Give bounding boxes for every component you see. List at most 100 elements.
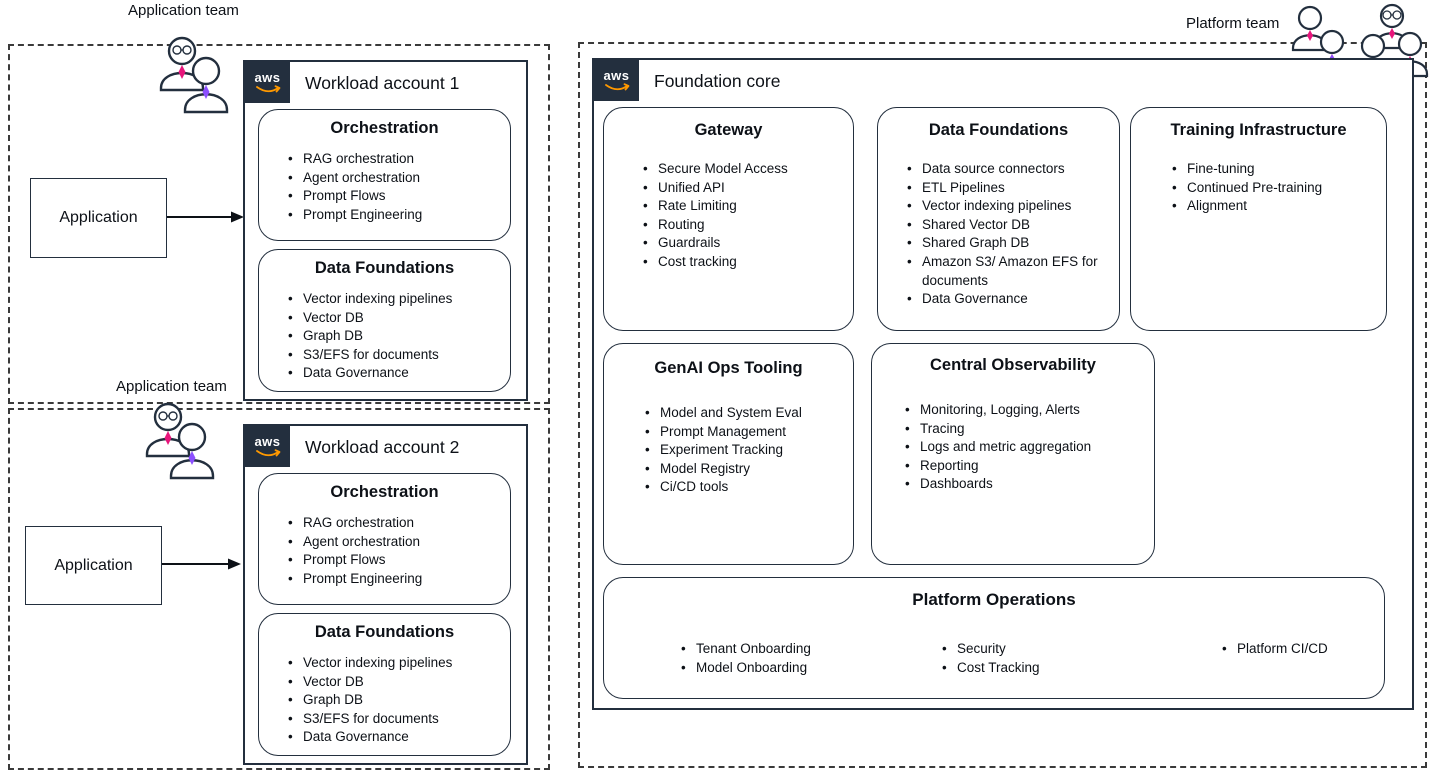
workload-account-1: aws Workload account 1 Orchestration RAG… [243,60,528,401]
list-item: Monitoring, Logging, Alerts [905,401,1146,420]
list-item: Data Governance [288,364,502,383]
card-title: Data Foundations [314,259,455,277]
list-item: Tracing [905,420,1146,439]
aws-smile-icon [255,448,280,456]
foundation-core-title: Foundation core [654,71,781,91]
list-item: Vector DB [288,309,502,328]
list-item: Continued Pre-training [1172,179,1378,198]
list-item: Security [942,640,1040,659]
data-foundations-list-1: Vector indexing pipelinesVector DBGraph … [259,290,510,383]
list-item: Amazon S3/ Amazon EFS for documents [907,253,1111,290]
platform-operations-col-3: Platform CI/CD [1189,640,1336,659]
list-item: Unified API [643,179,845,198]
list-item: Fine-tuning [1172,160,1378,179]
list-item: S3/EFS for documents [288,346,502,365]
genai-ops-tooling-card: GenAI Ops Tooling Model and System EvalP… [603,343,854,565]
list-item: Prompt Management [645,423,845,442]
orchestration-card-1: Orchestration RAG orchestrationAgent orc… [258,109,511,241]
list-item: Prompt Engineering [288,570,502,589]
data-foundations-core-list: Data source connectorsETL PipelinesVecto… [878,160,1119,309]
aws-smile-icon [604,82,629,90]
list-item: Dashboards [905,475,1146,494]
flow-arrow-1 [167,211,244,223]
list-item: Model Onboarding [681,659,811,678]
application-team-region-1 [8,44,550,404]
list-item: Graph DB [288,691,502,710]
list-item: Ci/CD tools [645,478,845,497]
application-team-label-2: Application team [116,378,227,395]
data-foundations-core-card: Data Foundations Data source connectorsE… [877,107,1120,331]
list-item: S3/EFS for documents [288,710,502,729]
list-item: ETL Pipelines [907,179,1111,198]
data-foundations-list-2: Vector indexing pipelinesVector DBGraph … [259,654,510,747]
list-item: Cost Tracking [942,659,1039,678]
central-observability-card: Central Observability Monitoring, Loggin… [871,343,1155,565]
application-label-2: Application [54,556,133,574]
gateway-list: Secure Model AccessUnified APIRate Limit… [604,160,853,272]
list-item: Data source connectors [907,160,1111,179]
list-item: Routing [643,216,845,235]
list-item: Experiment Tracking [645,441,845,460]
flow-arrow-2 [162,558,241,570]
card-title: GenAI Ops Tooling [654,359,803,377]
list-item: Model and System Eval [645,404,845,423]
list-item: RAG orchestration [288,150,502,169]
list-item: Prompt Flows [288,187,502,206]
card-title: Orchestration [330,483,439,501]
application-team-icon-1 [159,36,229,114]
workload-account-2-title: Workload account 2 [305,437,460,457]
platform-operations-card: Platform Operations Tenant OnboardingMod… [603,577,1385,699]
list-item: Shared Vector DB [907,216,1111,235]
card-title: Orchestration [330,119,439,137]
genai-ops-tooling-list: Model and System EvalPrompt ManagementEx… [604,404,853,497]
list-item: Prompt Flows [288,551,502,570]
card-title: Data Foundations [314,623,455,641]
training-infrastructure-list: Fine-tuningContinued Pre-trainingAlignme… [1131,160,1386,216]
list-item: Vector indexing pipelines [907,197,1111,216]
list-item: Agent orchestration [288,533,502,552]
application-box-2: Application [25,526,162,605]
card-title: Gateway [694,121,763,139]
aws-logo: aws [594,60,639,101]
platform-operations-col-1: Tenant OnboardingModel Onboarding [648,640,819,677]
central-observability-list: Monitoring, Logging, AlertsTracingLogs a… [872,401,1154,494]
aws-logo-text: aws [254,69,281,85]
training-infrastructure-card: Training Infrastructure Fine-tuningConti… [1130,107,1387,331]
list-item: Agent orchestration [288,169,502,188]
card-title: Platform Operations [912,590,1076,609]
aws-logo: aws [245,62,290,103]
list-item: Data Governance [907,290,1111,309]
application-team-icon-2 [145,402,215,480]
aws-logo: aws [245,426,290,467]
list-item: Alignment [1172,197,1378,216]
application-team-label-1: Application team [128,2,239,19]
list-item: Reporting [905,457,1146,476]
list-item: Tenant Onboarding [681,640,811,659]
list-item: Vector DB [288,673,502,692]
list-item: Logs and metric aggregation [905,438,1146,457]
list-item: RAG orchestration [288,514,502,533]
list-item: Vector indexing pipelines [288,654,502,673]
aws-logo-text: aws [603,67,630,83]
list-item: Prompt Engineering [288,206,502,225]
workload-account-1-title: Workload account 1 [305,73,460,93]
list-item: Graph DB [288,327,502,346]
orchestration-card-2: Orchestration RAG orchestrationAgent orc… [258,473,511,605]
aws-smile-icon [255,84,280,92]
application-team-region-2 [8,408,550,770]
workload-account-2: aws Workload account 2 Orchestration RAG… [243,424,528,765]
platform-team-region [578,42,1427,768]
list-item: Model Registry [645,460,845,479]
aws-logo-text: aws [254,433,281,449]
list-item: Cost tracking [643,253,845,272]
data-foundations-card-2: Data Foundations Vector indexing pipelin… [258,613,511,756]
platform-team-label: Platform team [1186,15,1280,32]
data-foundations-card-1: Data Foundations Vector indexing pipelin… [258,249,511,392]
list-item: Rate Limiting [643,197,845,216]
orchestration-list-1: RAG orchestrationAgent orchestrationProm… [259,150,510,224]
list-item: Vector indexing pipelines [288,290,502,309]
list-item: Platform CI/CD [1222,640,1328,659]
list-item: Secure Model Access [643,160,845,179]
gateway-card: Gateway Secure Model AccessUnified APIRa… [603,107,854,331]
card-title: Data Foundations [928,121,1069,139]
